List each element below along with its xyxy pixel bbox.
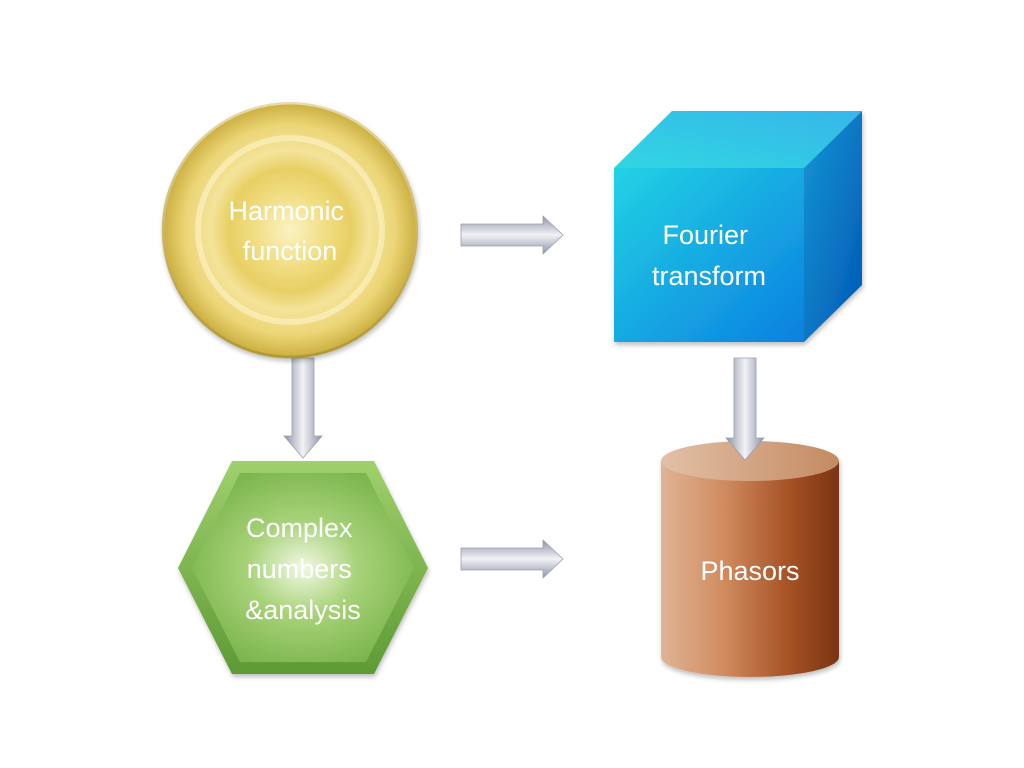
cylinder-body xyxy=(661,461,839,677)
cube-front-face xyxy=(614,168,804,342)
harmonic-line-2: function xyxy=(243,236,338,266)
fourier-transform-node: Fourier transform xyxy=(614,111,862,342)
arrow-fourier-to-phasors xyxy=(725,357,765,461)
phasors-line-1: Phasors xyxy=(700,556,799,586)
complex-numbers-node: Complex numbers &analysis xyxy=(178,461,428,674)
complex-line-2: numbers xyxy=(247,554,352,584)
phasors-node: Phasors xyxy=(661,441,839,677)
fourier-line-2: transform xyxy=(652,261,766,291)
complex-numbers-label: Complex numbers &analysis xyxy=(245,513,361,625)
cube-side-face xyxy=(804,111,862,342)
complex-line-3: &analysis xyxy=(245,595,361,625)
arrow-complex-to-phasors xyxy=(460,539,564,579)
arrow-harmonic-to-fourier xyxy=(460,215,564,255)
harmonic-function-node: Harmonic function xyxy=(161,101,419,359)
fourier-line-1: Fourier xyxy=(662,220,748,250)
arrow-harmonic-to-complex xyxy=(283,357,323,459)
fourier-transform-label: Fourier transform xyxy=(652,220,766,291)
cylinder-top xyxy=(661,441,839,481)
phasors-label: Phasors xyxy=(700,556,799,586)
harmonic-function-label: Harmonic function xyxy=(228,196,351,266)
complex-line-1: Complex xyxy=(246,513,353,543)
cube-top-face xyxy=(614,111,862,168)
harmonic-line-1: Harmonic xyxy=(228,196,344,226)
